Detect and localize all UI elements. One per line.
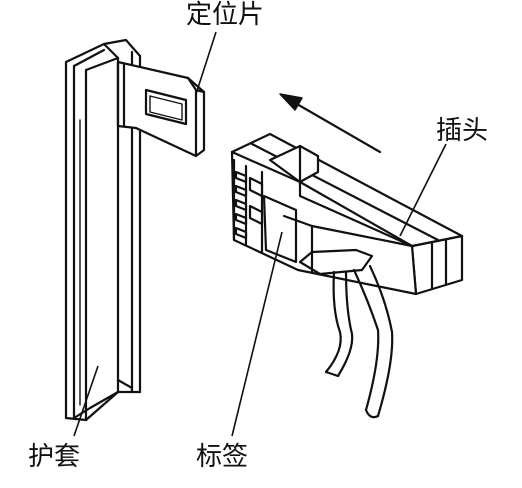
cable-part xyxy=(324,264,394,419)
sheath-label: 护套 xyxy=(28,442,81,472)
leader-sheath xyxy=(73,365,99,437)
locating-piece-label: 定位片 xyxy=(186,0,265,30)
locating-piece-part xyxy=(116,60,206,158)
leader-plug xyxy=(399,143,447,237)
plug-label: 插头 xyxy=(436,116,489,146)
tag-label: 标签 xyxy=(196,442,249,472)
leader-locating-piece xyxy=(195,31,217,95)
leader-tag xyxy=(231,231,283,437)
plug-part xyxy=(230,132,464,296)
insertion-arrow xyxy=(279,93,382,154)
